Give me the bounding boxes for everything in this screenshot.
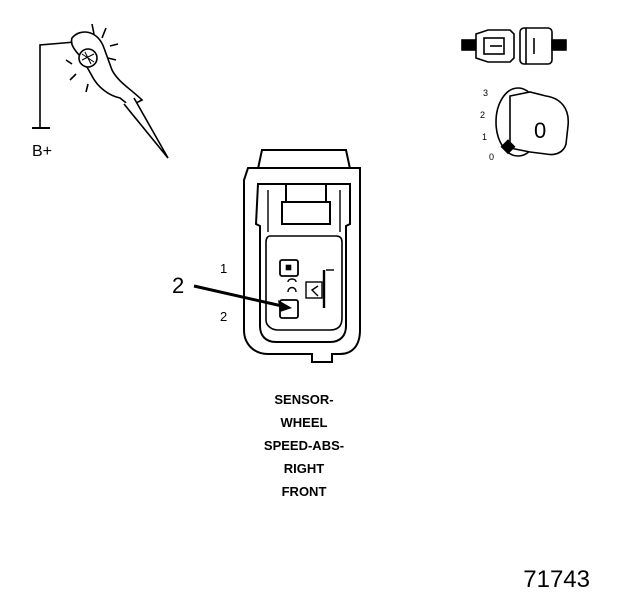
probe-label: B+ bbox=[32, 143, 52, 160]
callout-arrow bbox=[193, 284, 292, 312]
connector-caption-line-2: WHEEL bbox=[280, 415, 328, 430]
ignition-key-icon bbox=[495, 87, 570, 157]
key-label: 0 bbox=[534, 118, 546, 143]
connector-plug-icon bbox=[461, 27, 567, 65]
connector-caption-line-4: RIGHT bbox=[283, 461, 325, 476]
pin-label-2: 2 bbox=[220, 309, 227, 324]
connector-caption-line-1: SENSOR- bbox=[274, 392, 334, 407]
pin-label-1: 1 bbox=[220, 261, 227, 276]
wheel-speed-sensor-connector bbox=[243, 149, 361, 363]
figure-number: 71743 bbox=[523, 566, 590, 593]
connector-caption-line-5: FRONT bbox=[281, 484, 327, 499]
key-position-3: 3 bbox=[483, 88, 488, 98]
test-light-probe-icon bbox=[32, 23, 169, 159]
key-position-1: 1 bbox=[482, 132, 487, 142]
key-position-0: 0 bbox=[489, 152, 494, 162]
callout-number: 2 bbox=[172, 273, 184, 298]
key-position-2: 2 bbox=[480, 110, 485, 120]
connector-caption-line-3: SPEED-ABS- bbox=[263, 438, 345, 453]
